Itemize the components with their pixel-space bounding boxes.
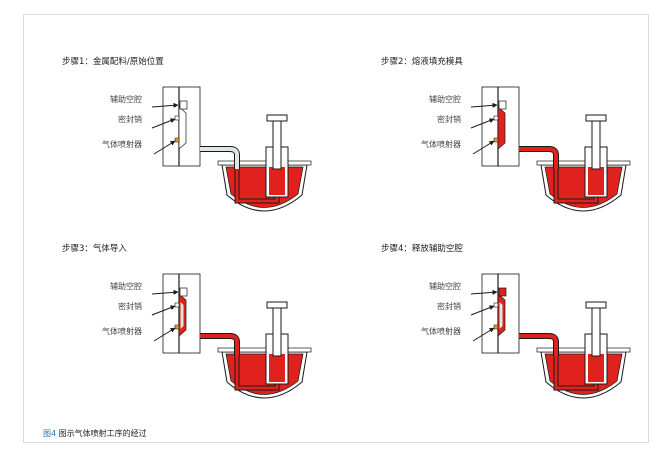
gas-injector-arrow xyxy=(472,327,495,342)
sealing-pin-arrow xyxy=(470,305,495,316)
sealing-pin xyxy=(174,115,180,121)
gas-injector-arrow xyxy=(153,140,176,155)
aux-cavity-label: 辅助空腔 xyxy=(110,282,142,291)
step-3-diagram xyxy=(151,273,312,399)
crucible-rim xyxy=(217,347,312,353)
auxiliary-cavity xyxy=(498,100,507,110)
plunger-rod xyxy=(591,114,601,170)
plunger-cap xyxy=(585,114,607,122)
gas-injector-label: 气体喷射器 xyxy=(421,327,461,336)
plunger-rod xyxy=(272,114,282,170)
aux-cavity-arrow xyxy=(151,289,179,295)
gas-injector-nozzle xyxy=(174,324,180,330)
sealing-pin-arrow xyxy=(151,305,176,316)
plunger-rod xyxy=(272,301,282,357)
gas-injector-arrow xyxy=(153,327,176,342)
gas-injector-nozzle xyxy=(493,324,499,330)
figure-frame: 步骤1：金属配料/原始位置 辅助空腔 密封销 气体喷射器 步骤2：熔液填充模具 … xyxy=(23,14,649,443)
feed-pipe-flow xyxy=(519,334,558,356)
figure-caption-text: 图示气体喷射工序的经过 xyxy=(56,429,147,438)
auxiliary-cavity xyxy=(498,287,507,297)
gas-injector-label: 气体喷射器 xyxy=(421,140,461,149)
step-4-diagram xyxy=(470,273,631,399)
figure-number: 图4 xyxy=(43,429,57,438)
part-cavity xyxy=(497,106,506,150)
sealing-pin xyxy=(174,302,180,308)
sealing-pin xyxy=(493,302,499,308)
mold-left-half xyxy=(162,86,180,167)
step-2-panel: 步骤2：熔液填充模具 辅助空腔 密封销 气体喷射器 xyxy=(381,55,672,245)
feed-pipe-flow xyxy=(200,334,239,356)
cylinder-metal xyxy=(269,167,285,195)
sealing-pin-label: 密封销 xyxy=(437,115,461,124)
sealing-pin-label: 密封销 xyxy=(437,302,461,311)
crucible-rim xyxy=(217,160,312,166)
feed-pipe-flow xyxy=(519,147,558,169)
gas-injector-arrow xyxy=(472,140,495,155)
gas-injector-nozzle xyxy=(493,137,499,143)
auxiliary-cavity xyxy=(179,100,188,110)
step-2-diagram xyxy=(470,86,631,212)
aux-cavity-label: 辅助空腔 xyxy=(429,282,461,291)
crucible-rim xyxy=(536,160,631,166)
cylinder-metal xyxy=(269,354,285,382)
step-1-panel: 步骤1：金属配料/原始位置 辅助空腔 密封销 气体喷射器 xyxy=(62,55,362,245)
feed-pipe-flow xyxy=(200,147,239,169)
figure-caption: 图4 图示气体喷射工序的经过 xyxy=(43,428,147,439)
mold-left-half xyxy=(162,273,180,354)
gas-channel xyxy=(180,302,184,329)
gas-injector-label: 气体喷射器 xyxy=(102,327,142,336)
aux-cavity-label: 辅助空腔 xyxy=(429,95,461,104)
step-1-diagram xyxy=(151,86,312,212)
step-1-title: 步骤1：金属配料/原始位置 xyxy=(62,57,164,67)
step-3-panel: 步骤3：气体导入 辅助空腔 密封销 气体喷射器 xyxy=(62,242,362,432)
plunger-cap xyxy=(266,114,288,122)
sealing-pin xyxy=(493,115,499,121)
mold-left-half xyxy=(481,86,499,167)
aux-cavity-arrow xyxy=(470,289,498,295)
gas-injector-nozzle xyxy=(174,137,180,143)
aux-cavity-arrow xyxy=(151,102,179,108)
step-4-title: 步骤4：释放辅助空腔 xyxy=(381,244,463,254)
gas-injector-label: 气体喷射器 xyxy=(102,140,142,149)
step-4-panel: 步骤4：释放辅助空腔 辅助空腔 密封销 气体喷射器 xyxy=(381,242,672,432)
plunger-cap xyxy=(585,301,607,309)
sealing-pin-arrow xyxy=(470,118,495,129)
plunger-cap xyxy=(266,301,288,309)
part-cavity xyxy=(178,106,187,150)
aux-cavity-arrow xyxy=(470,102,498,108)
auxiliary-cavity xyxy=(179,287,188,297)
sealing-pin-arrow xyxy=(151,118,176,129)
aux-cavity-label: 辅助空腔 xyxy=(110,95,142,104)
gas-channel xyxy=(499,302,503,329)
sealing-pin-label: 密封销 xyxy=(118,115,142,124)
sealing-pin-label: 密封销 xyxy=(118,302,142,311)
step-3-title: 步骤3：气体导入 xyxy=(62,244,127,254)
cylinder-metal xyxy=(588,354,604,382)
cylinder-metal xyxy=(588,167,604,195)
crucible-rim xyxy=(536,347,631,353)
step-2-title: 步骤2：熔液填充模具 xyxy=(381,57,463,67)
mold-left-half xyxy=(481,273,499,354)
plunger-rod xyxy=(591,301,601,357)
